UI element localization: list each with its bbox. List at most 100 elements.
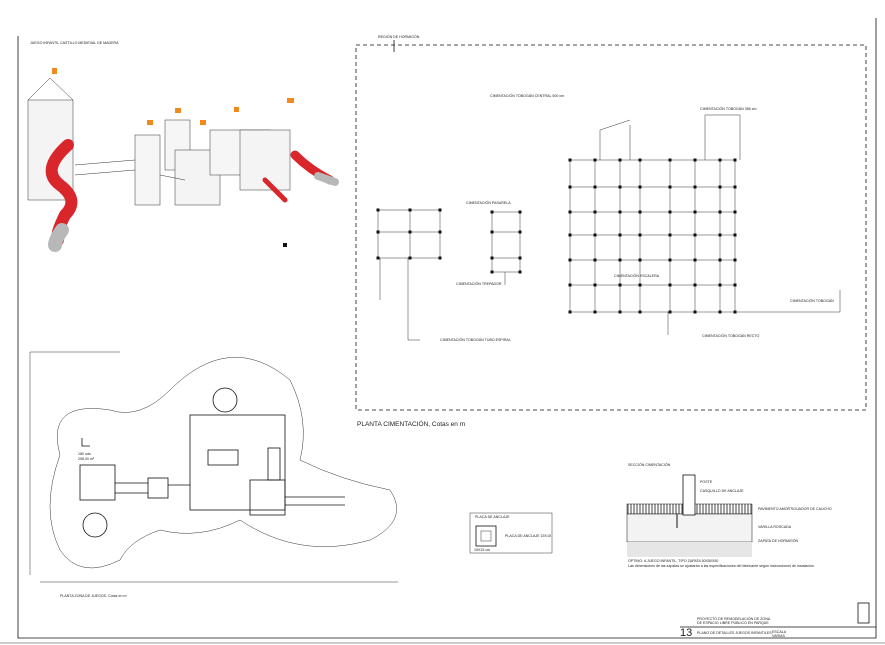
footing	[733, 158, 737, 162]
footing	[718, 185, 722, 189]
footing	[618, 258, 622, 262]
footing	[376, 230, 380, 234]
flag-icon	[52, 68, 294, 125]
footing	[618, 210, 622, 214]
footing	[568, 283, 572, 287]
note-7: CIMENTACIÓN TOBOGÁN TUBO ESPIRAL	[440, 337, 511, 342]
footing	[668, 283, 672, 287]
footing	[593, 210, 597, 214]
footing	[733, 185, 737, 189]
anchor-plate-dim: 15X15 cm	[474, 548, 490, 552]
sheet-title: PLANO DE DETALLES JUEGOS INFANTILES	[697, 631, 772, 635]
anchor-plate-label: PLACA DE ANCLAJE 15X15	[505, 534, 551, 538]
footing	[668, 233, 672, 237]
footing	[718, 233, 722, 237]
footing	[568, 158, 572, 162]
footing	[668, 158, 672, 162]
section-label-2: CASQUILLO DE ANCLAJE	[700, 489, 744, 493]
section-note-2: Las dimensiones de las zapatas se ajusta…	[628, 564, 814, 568]
footing	[593, 158, 597, 162]
footing	[693, 185, 697, 189]
footing	[376, 208, 380, 212]
footing	[618, 310, 622, 314]
footing	[693, 233, 697, 237]
footing	[568, 185, 572, 189]
footing	[668, 258, 672, 262]
site-plan: 180 uds 298,00 m² PLANTA ZONA DE JUEGOS,…	[29, 351, 398, 598]
sheet-border	[17, 18, 877, 639]
foundation-plan-frame	[355, 44, 867, 411]
footing	[638, 233, 642, 237]
footing	[668, 310, 672, 314]
section-label-4: VARILLA ROSCADA	[758, 525, 792, 529]
footing	[518, 210, 522, 214]
playground-illustration	[27, 68, 339, 252]
note-1: CIMENTACIÓN TOBOGÁN CENTRAL 500 cm	[490, 93, 564, 98]
footing	[490, 256, 494, 260]
footing	[718, 258, 722, 262]
footing	[408, 230, 412, 234]
footing	[638, 185, 642, 189]
footing	[733, 210, 737, 214]
footing	[568, 233, 572, 237]
site-plan-title: PLANTA ZONA DE JUEGOS, Cotas en m	[60, 594, 126, 598]
section-label-5: ZAPATA DE HORMIGÓN	[758, 538, 799, 543]
footing	[593, 258, 597, 262]
footing	[593, 283, 597, 287]
area-size: 298,00 m²	[78, 457, 95, 461]
footing	[638, 158, 642, 162]
section-label-3: PAVIMENTO AMORTIGUADOR DE CAUCHO	[758, 507, 832, 511]
footing	[718, 158, 722, 162]
sheet-number: 13	[680, 627, 692, 639]
note-3: CIMENTACIÓN PASARELA	[466, 200, 511, 205]
footing	[568, 258, 572, 262]
footing	[693, 283, 697, 287]
footing	[733, 233, 737, 237]
footing	[518, 270, 522, 274]
footing	[618, 283, 622, 287]
note-5: CIMENTACIÓN ESCALERA	[614, 273, 660, 278]
footing	[693, 210, 697, 214]
footing	[618, 158, 622, 162]
footing	[733, 283, 737, 287]
footing	[490, 230, 494, 234]
footing	[518, 230, 522, 234]
footing	[693, 258, 697, 262]
footing	[438, 230, 442, 234]
north-box	[857, 602, 870, 624]
footing	[618, 185, 622, 189]
footing	[668, 210, 672, 214]
note-2: CIMENTACIÓN TOBOGÁN 385 cm	[700, 106, 757, 111]
footing	[638, 210, 642, 214]
footing	[568, 310, 572, 314]
footing	[518, 256, 522, 260]
note-8: CIMENTACIÓN TOBOGÁN RECTO	[702, 333, 759, 338]
footing	[718, 210, 722, 214]
footing	[638, 258, 642, 262]
footing	[408, 256, 412, 260]
anchor-plate-detail: PLACA DE ANCLAJE PLACA DE ANCLAJE 15X15 …	[469, 512, 553, 554]
area-count: 180 uds	[78, 452, 91, 456]
region-label: REGIÓN DE HORMIGÓN	[378, 34, 420, 39]
section-note-1: OPTIMO: A JUEGO INFANTIL, TIPO ZAPATA 50…	[628, 559, 718, 563]
tube-slide	[45, 139, 339, 252]
perspective-title: JUEGO INFANTIL CASTILLO MEDIEVAL DE MADE…	[30, 41, 119, 45]
foundation-plan	[376, 114, 841, 341]
section-title: SECCIÓN CIMENTACIÓN	[628, 462, 671, 467]
footing	[718, 310, 722, 314]
foundation-plan-title: PLANTA CIMENTACIÓN, Cotas en m	[357, 419, 465, 428]
footing	[638, 310, 642, 314]
project-line-1: PROYECTO DE REMODELACIÓN DE ZONA	[697, 616, 771, 621]
foundation-section: SECCIÓN CIMENTACIÓN POSTE CASQUILLO DE A…	[626, 462, 832, 568]
note-6: CIMENTACIÓN TOBOGÁN	[790, 298, 834, 303]
project-line-2: DE ESPACIO LIBRE PÚBLICO EN PARQUE	[697, 620, 769, 625]
footing	[733, 258, 737, 262]
note-4: CIMENTACIÓN TREPADOR	[456, 281, 502, 286]
footing	[568, 210, 572, 214]
footing	[490, 270, 494, 274]
footing	[593, 310, 597, 314]
footing	[668, 185, 672, 189]
footing	[618, 233, 622, 237]
anchor-plate-title: PLACA DE ANCLAJE	[475, 515, 510, 519]
